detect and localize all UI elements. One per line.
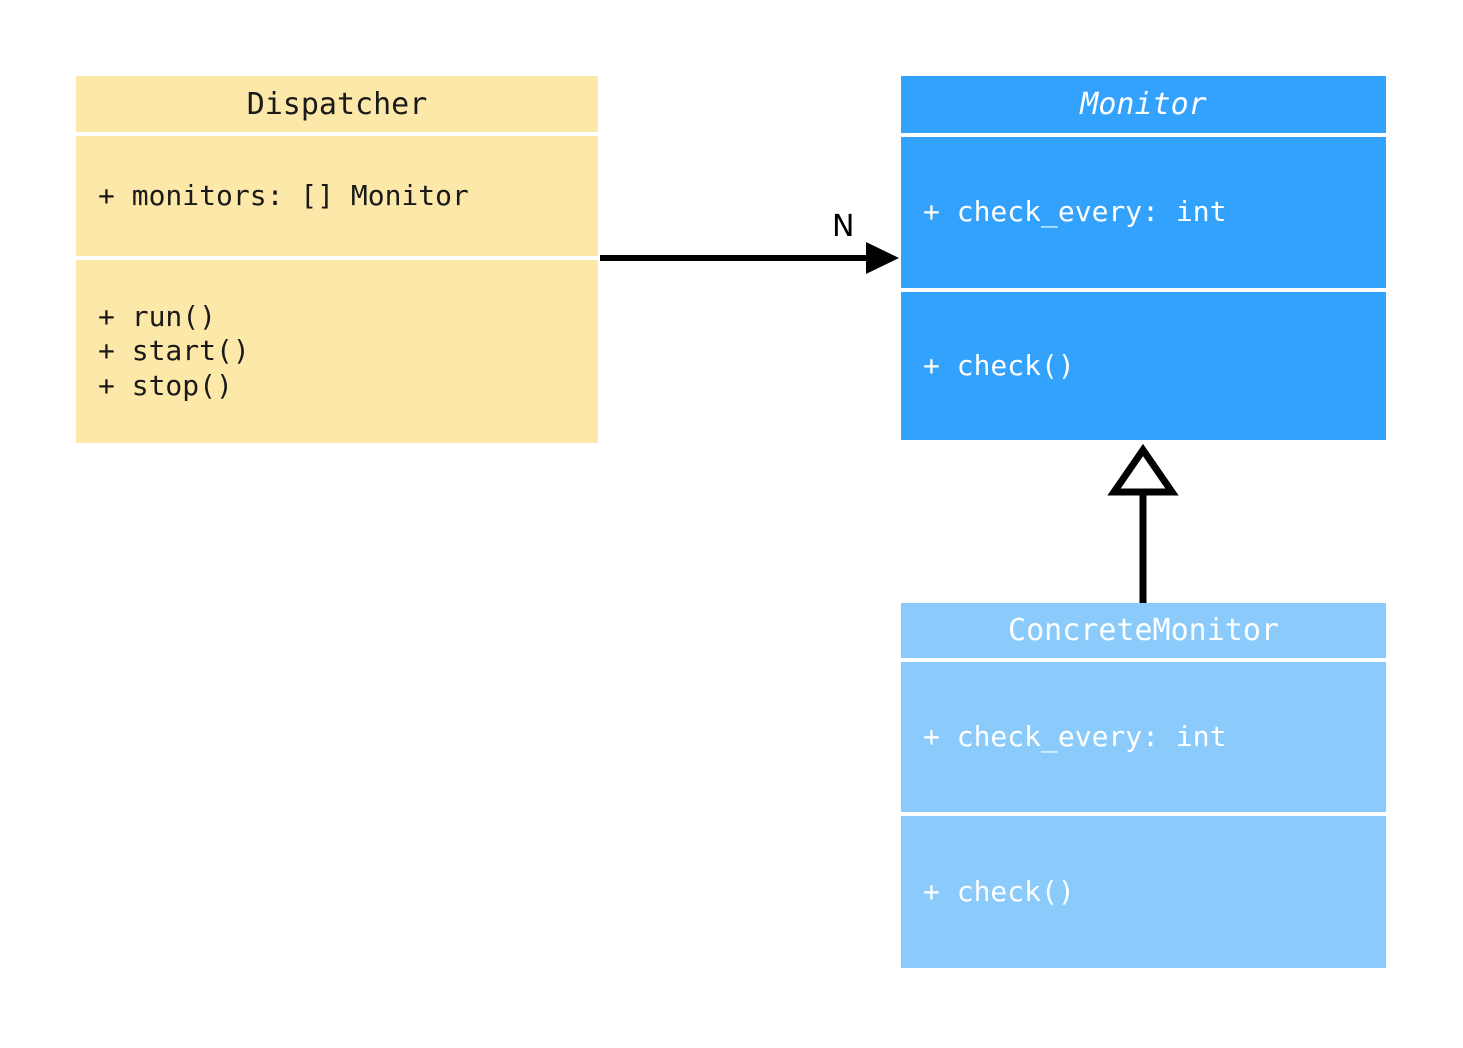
dispatcher-class-name: Dispatcher bbox=[246, 86, 428, 122]
dispatcher-methods: + run() + start() + stop() bbox=[76, 260, 598, 443]
monitor-methods: + check() bbox=[901, 292, 1386, 440]
monitor-header: Monitor bbox=[901, 76, 1386, 133]
class-box-monitor[interactable]: Monitor + check_every: int + check() bbox=[901, 76, 1386, 440]
hollow-triangle-arrowhead-icon bbox=[1107, 443, 1179, 496]
concrete-monitor-attributes: + check_every: int bbox=[901, 662, 1386, 812]
dispatcher-method-2: + stop() bbox=[98, 368, 233, 402]
dispatcher-header: Dispatcher bbox=[76, 76, 598, 132]
concrete-monitor-methods: + check() bbox=[901, 816, 1386, 968]
class-box-concrete-monitor[interactable]: ConcreteMonitor + check_every: int + che… bbox=[901, 603, 1386, 968]
filled-arrowhead-icon bbox=[866, 242, 899, 274]
monitor-attributes: + check_every: int bbox=[901, 137, 1386, 288]
monitor-class-name: Monitor bbox=[1080, 87, 1207, 122]
association-multiplicity-label: N bbox=[832, 209, 855, 244]
association-dispatcher-monitor bbox=[600, 242, 899, 274]
class-box-dispatcher[interactable]: Dispatcher + monitors: [] Monitor + run(… bbox=[76, 76, 598, 443]
concrete-monitor-attribute-0: + check_every: int bbox=[923, 719, 1227, 753]
generalization-concrete-monitor-monitor bbox=[1107, 443, 1179, 603]
dispatcher-method-0: + run() bbox=[98, 300, 217, 334]
monitor-method-0: + check() bbox=[923, 348, 1075, 382]
dispatcher-attributes: + monitors: [] Monitor bbox=[76, 136, 598, 256]
concrete-monitor-header: ConcreteMonitor bbox=[901, 603, 1386, 658]
dispatcher-attribute-0: + monitors: [] Monitor bbox=[98, 178, 469, 212]
concrete-monitor-class-name: ConcreteMonitor bbox=[1008, 613, 1279, 648]
monitor-attribute-0: + check_every: int bbox=[923, 195, 1227, 229]
concrete-monitor-method-0: + check() bbox=[923, 874, 1075, 908]
dispatcher-method-1: + start() bbox=[98, 334, 250, 368]
